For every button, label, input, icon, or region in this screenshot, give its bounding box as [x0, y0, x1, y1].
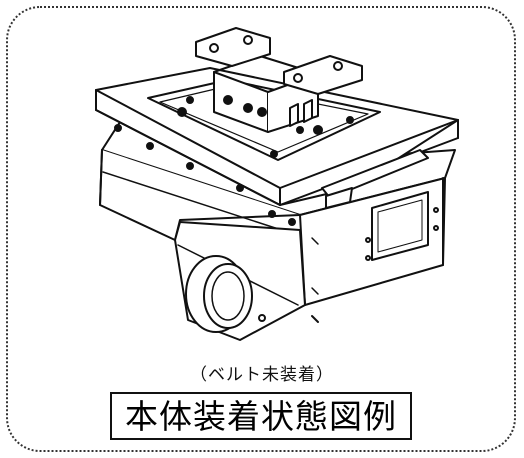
projector-mount-illustration	[95, 27, 459, 341]
dotted-frame	[6, 6, 516, 452]
title-box: 本体装着状態図例	[110, 392, 412, 440]
figure-title: 本体装着状態図例	[125, 396, 397, 436]
note-belt-not-attached: （ベルト未装着）	[190, 365, 334, 385]
center-bracket	[177, 27, 363, 135]
